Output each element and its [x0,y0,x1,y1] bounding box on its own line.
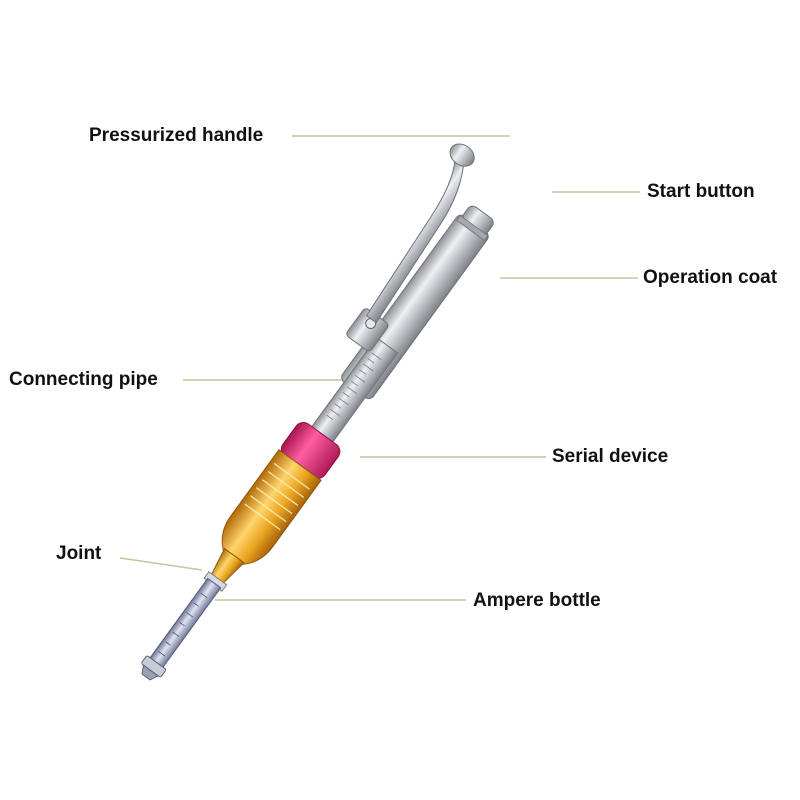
label-operation-coat: Operation coat [643,267,778,288]
label-connecting-pipe: Connecting pipe [9,369,158,390]
ampere-bottle-barrel [148,577,222,670]
label-ampere-bottle: Ampere bottle [473,590,601,611]
label-joint: Joint [56,543,102,564]
label-pressurized-handle: Pressurized handle [89,125,264,146]
gold-grooves [244,462,310,531]
ampere-bottle-scale [158,592,208,657]
pipe-scale-marks [326,352,382,420]
connecting-pipe [311,336,399,443]
leader-lines [119,135,640,601]
label-start-button: Start button [647,181,755,202]
needle-tip [141,664,159,681]
pressurized-handle-knob [449,143,475,167]
leader-joint [119,557,203,571]
injector-device [141,143,494,681]
label-serial-device: Serial device [552,446,669,467]
start-button-ring [456,214,489,241]
